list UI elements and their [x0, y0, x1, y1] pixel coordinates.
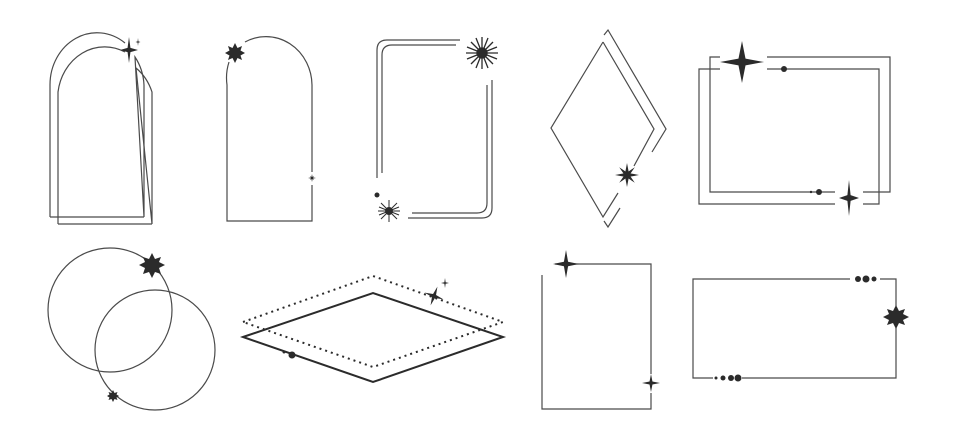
sparkle-icon	[135, 38, 141, 46]
sparkle-icon	[553, 250, 579, 278]
starburst-icon	[107, 390, 119, 402]
dots-ornament	[714, 275, 877, 382]
starburst-icon	[883, 305, 909, 329]
arch-frame	[225, 36, 317, 222]
overlapping-circles-frame	[47, 247, 216, 411]
sparkle-icon	[642, 374, 660, 392]
landscape-rectangle-frame	[692, 275, 909, 382]
sparkle-icon	[720, 41, 764, 83]
double-diamond-frame	[550, 28, 667, 229]
dot-icon	[374, 192, 380, 198]
sparkle-icon	[421, 283, 447, 309]
dot-icon	[282, 350, 286, 354]
starburst-icon	[225, 43, 245, 63]
dot-icon	[809, 190, 813, 194]
double-arch-frame	[49, 32, 153, 225]
dot-icon	[288, 351, 296, 359]
sparkle-icon	[839, 180, 859, 216]
rectangle-frame	[541, 250, 660, 410]
double-rounded-rect-frame	[374, 37, 498, 222]
rhombus-frame	[239, 274, 507, 384]
dot-icon	[816, 189, 822, 195]
sparkle-icon	[441, 278, 449, 288]
starburst-icon	[466, 37, 498, 69]
starburst-icon	[139, 253, 165, 278]
offset-double-rect-frame	[698, 41, 891, 216]
starburst-icon	[378, 200, 400, 222]
dot-icon	[781, 66, 787, 72]
